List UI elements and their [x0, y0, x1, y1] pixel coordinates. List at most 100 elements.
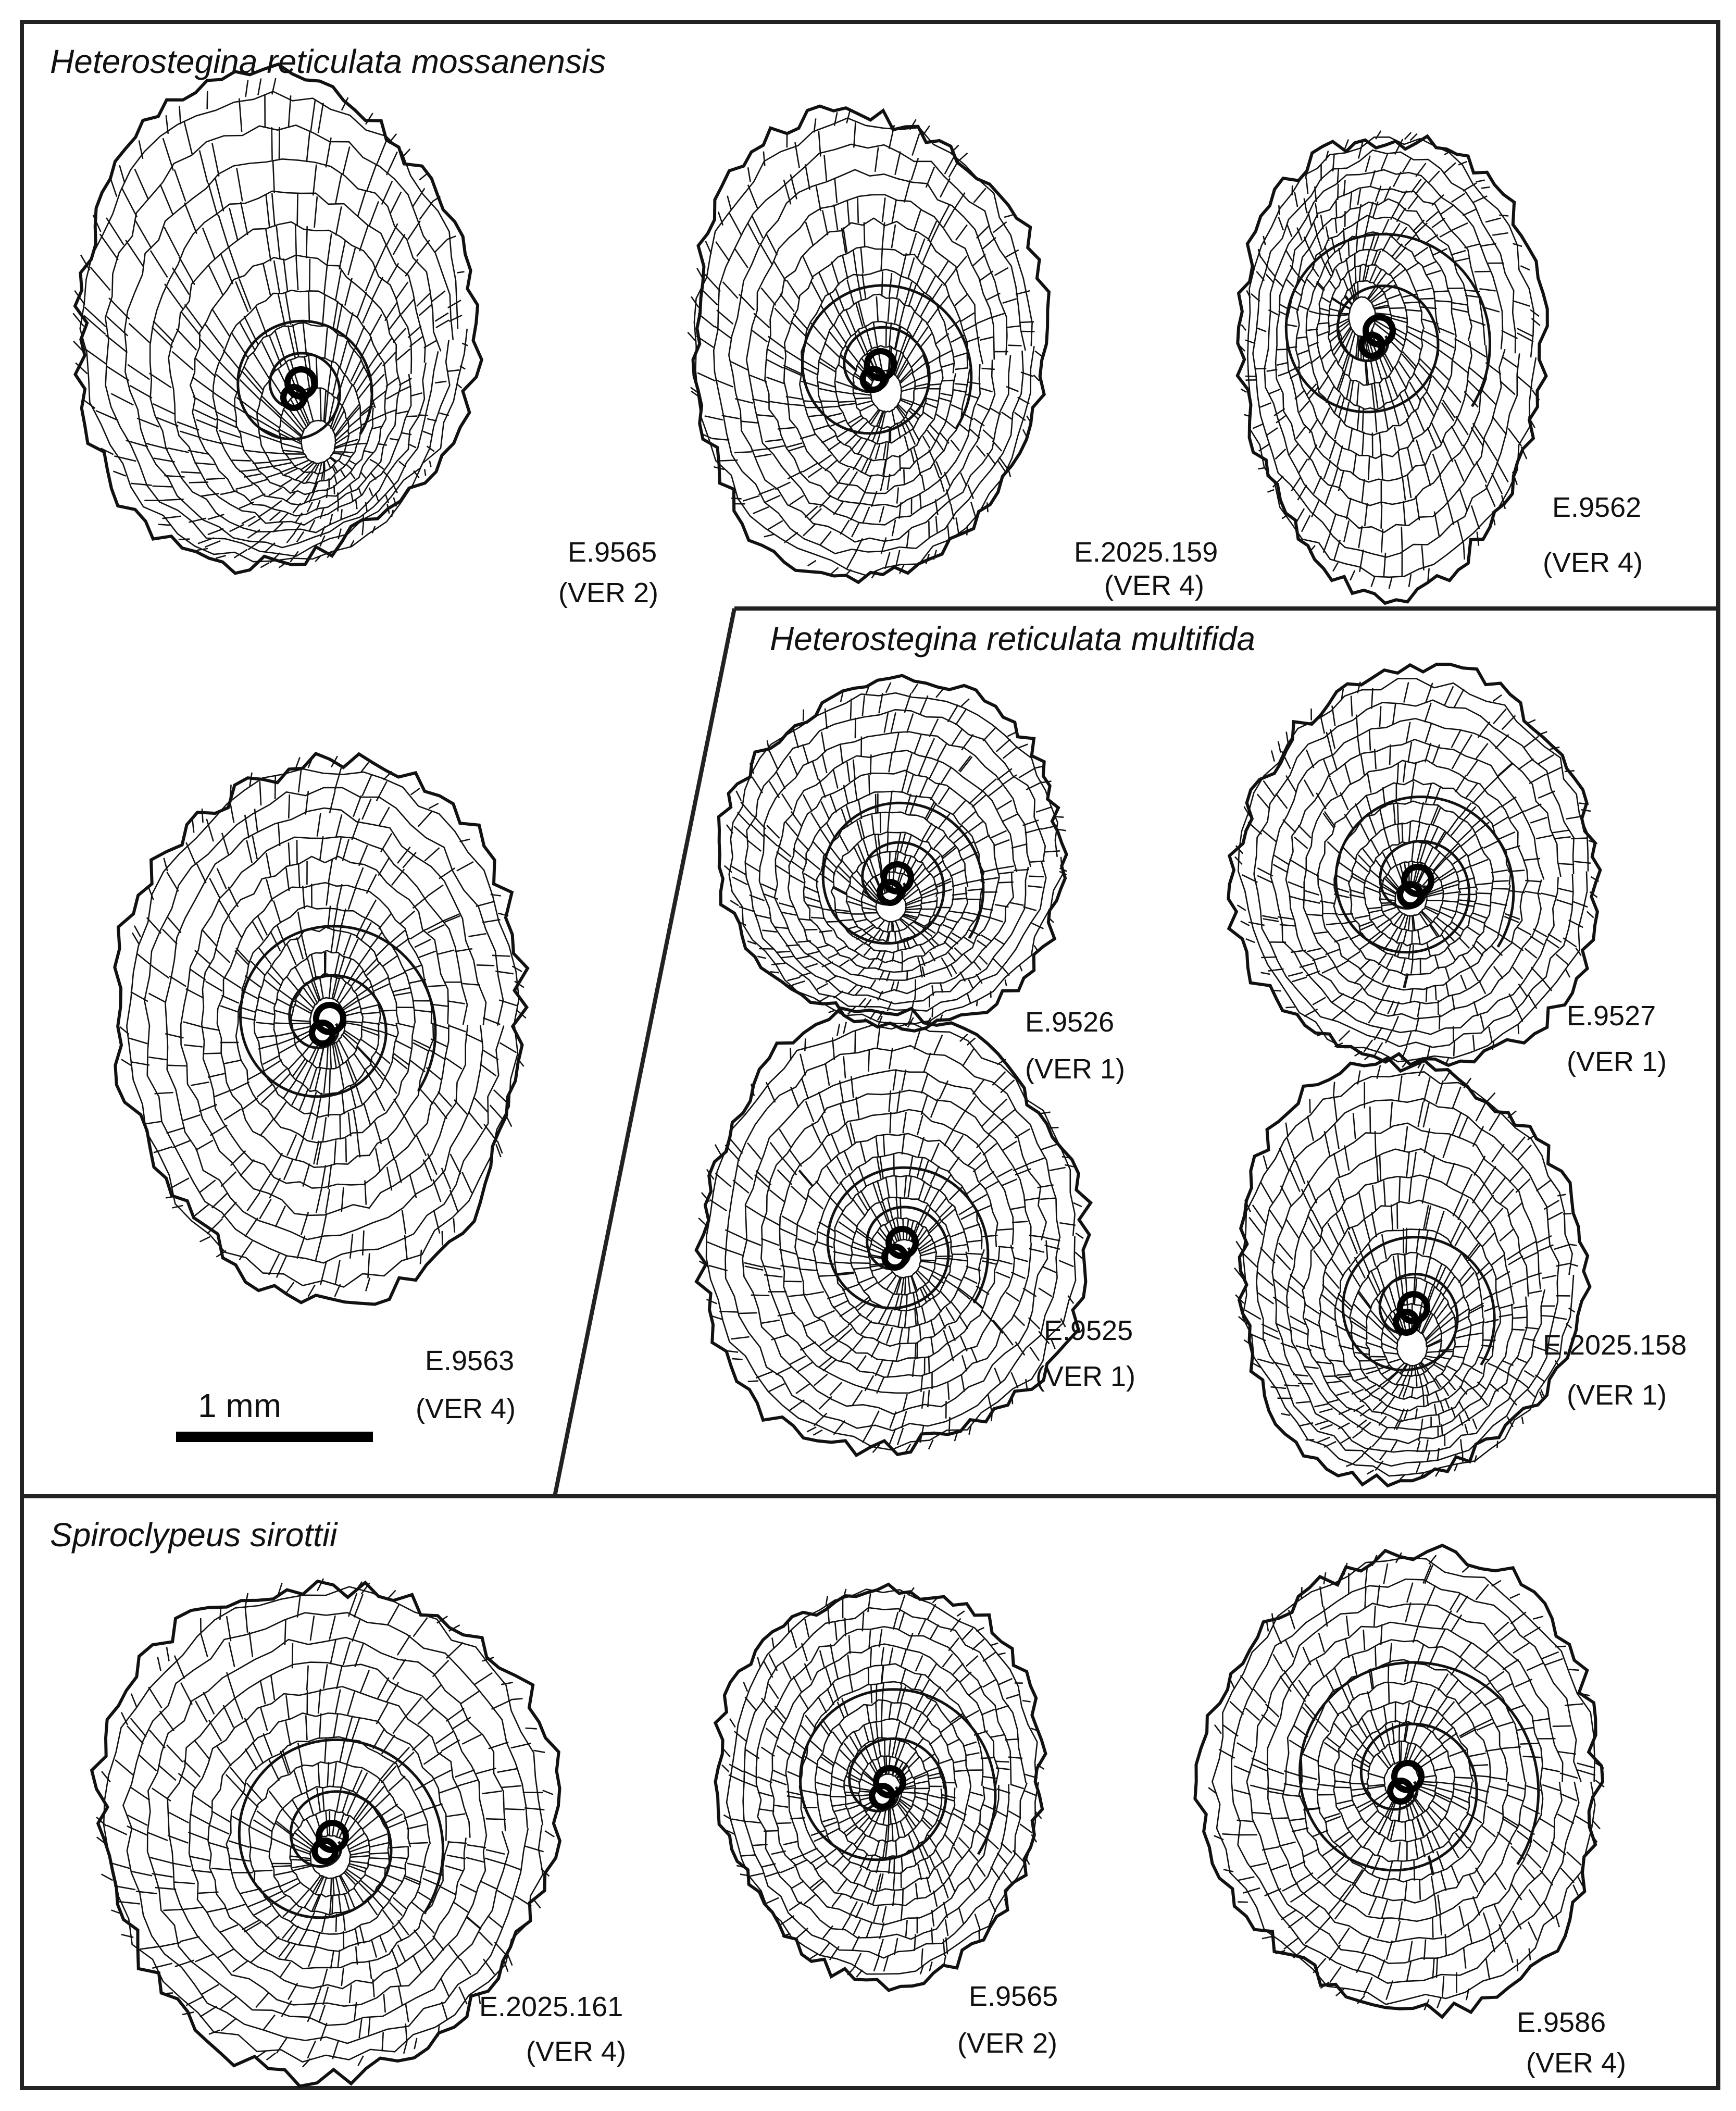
septum	[166, 1647, 313, 1848]
septum	[344, 1870, 422, 2050]
septum	[861, 1277, 908, 1443]
growth-ring	[802, 790, 985, 973]
septum	[721, 1764, 875, 1808]
scale-bar-label: 1 mm	[198, 1387, 281, 1424]
septum	[735, 409, 881, 514]
septum	[1245, 911, 1401, 959]
septum	[334, 314, 468, 436]
septum	[905, 911, 1023, 972]
septum	[1415, 715, 1536, 883]
septum	[361, 1028, 502, 1158]
septum	[894, 221, 1007, 376]
deuteroconch	[280, 384, 307, 411]
septum	[920, 1234, 1083, 1268]
septum	[892, 1638, 998, 1775]
growth-ring	[1348, 1720, 1456, 1843]
septum	[1412, 1796, 1473, 2001]
scale-bar: 1 mm	[176, 1387, 373, 1442]
growth-ring	[713, 143, 1026, 554]
septum	[119, 1026, 312, 1054]
septum	[119, 165, 303, 437]
growth-ring	[779, 1109, 1016, 1378]
growth-ring	[764, 217, 984, 508]
septum	[1260, 922, 1392, 977]
growth-ring	[745, 194, 996, 526]
septum	[920, 1258, 1066, 1327]
growth-ring	[1271, 1122, 1546, 1453]
septum	[1389, 682, 1409, 883]
fossil-e2025-161	[90, 1578, 562, 2088]
growth-ring	[834, 320, 930, 445]
septum	[339, 893, 501, 1004]
septum	[1353, 130, 1382, 299]
septum	[723, 865, 878, 915]
septum	[1277, 741, 1397, 894]
growth-ring	[725, 1045, 1061, 1432]
septum	[740, 1816, 870, 1878]
septum	[1427, 1328, 1560, 1367]
septum	[900, 330, 1042, 384]
septum	[830, 427, 891, 575]
septum	[113, 459, 310, 488]
septum	[343, 1871, 409, 2054]
septum	[698, 1260, 889, 1283]
septum	[917, 1270, 1002, 1422]
septum	[1235, 1240, 1383, 1349]
septum	[96, 1817, 312, 1872]
septum	[1421, 790, 1589, 887]
septum	[780, 1807, 883, 1925]
septum	[229, 785, 316, 1005]
septum	[910, 1079, 1015, 1241]
septum	[915, 379, 1032, 424]
septum	[859, 921, 899, 1023]
septum	[1373, 287, 1540, 317]
septum	[332, 1875, 363, 2059]
septum	[1364, 1065, 1405, 1333]
septum	[315, 460, 340, 562]
septum	[1301, 336, 1360, 532]
deuteroconch	[1397, 881, 1424, 909]
septum	[1345, 1365, 1413, 1467]
septum	[906, 743, 1028, 877]
septum	[1371, 257, 1530, 304]
septum	[323, 762, 372, 975]
deuteroconch	[859, 366, 887, 393]
growth-ring	[769, 1643, 1000, 1926]
septum	[903, 806, 1064, 899]
septum	[1218, 1748, 1385, 1796]
septum	[750, 1083, 889, 1254]
septum	[353, 1672, 514, 1820]
septum	[1370, 1552, 1403, 1764]
septum	[347, 1779, 554, 1847]
septum	[1246, 290, 1350, 331]
growth-ring	[728, 692, 1064, 1025]
deuteroconch	[1387, 1778, 1414, 1805]
growth-ring	[146, 1636, 509, 2026]
specimen-ver-e2025-158: (VER 1)	[1567, 1380, 1667, 1411]
septum	[268, 1045, 329, 1275]
septum	[1432, 1800, 1538, 1961]
septum	[1239, 322, 1351, 377]
septum	[256, 1878, 332, 2058]
septum	[1331, 139, 1355, 302]
septum	[92, 215, 302, 443]
septum	[711, 1271, 893, 1324]
septum	[701, 1192, 888, 1266]
septum	[1223, 1795, 1390, 1881]
septum	[216, 1044, 325, 1261]
growth-ring	[783, 245, 970, 494]
septum	[847, 1808, 892, 1976]
growth-ring	[1246, 1603, 1564, 1965]
septum	[704, 240, 837, 373]
septum	[1428, 1806, 1519, 1971]
septum	[905, 939, 923, 1027]
septum	[1373, 179, 1485, 284]
septum	[348, 1863, 509, 1975]
septum	[335, 1042, 371, 1292]
septum	[1375, 312, 1540, 401]
septum	[898, 918, 934, 1024]
septum	[1418, 1774, 1601, 1830]
septum	[1417, 746, 1560, 884]
septum	[790, 1048, 892, 1247]
septum	[121, 1894, 288, 1950]
